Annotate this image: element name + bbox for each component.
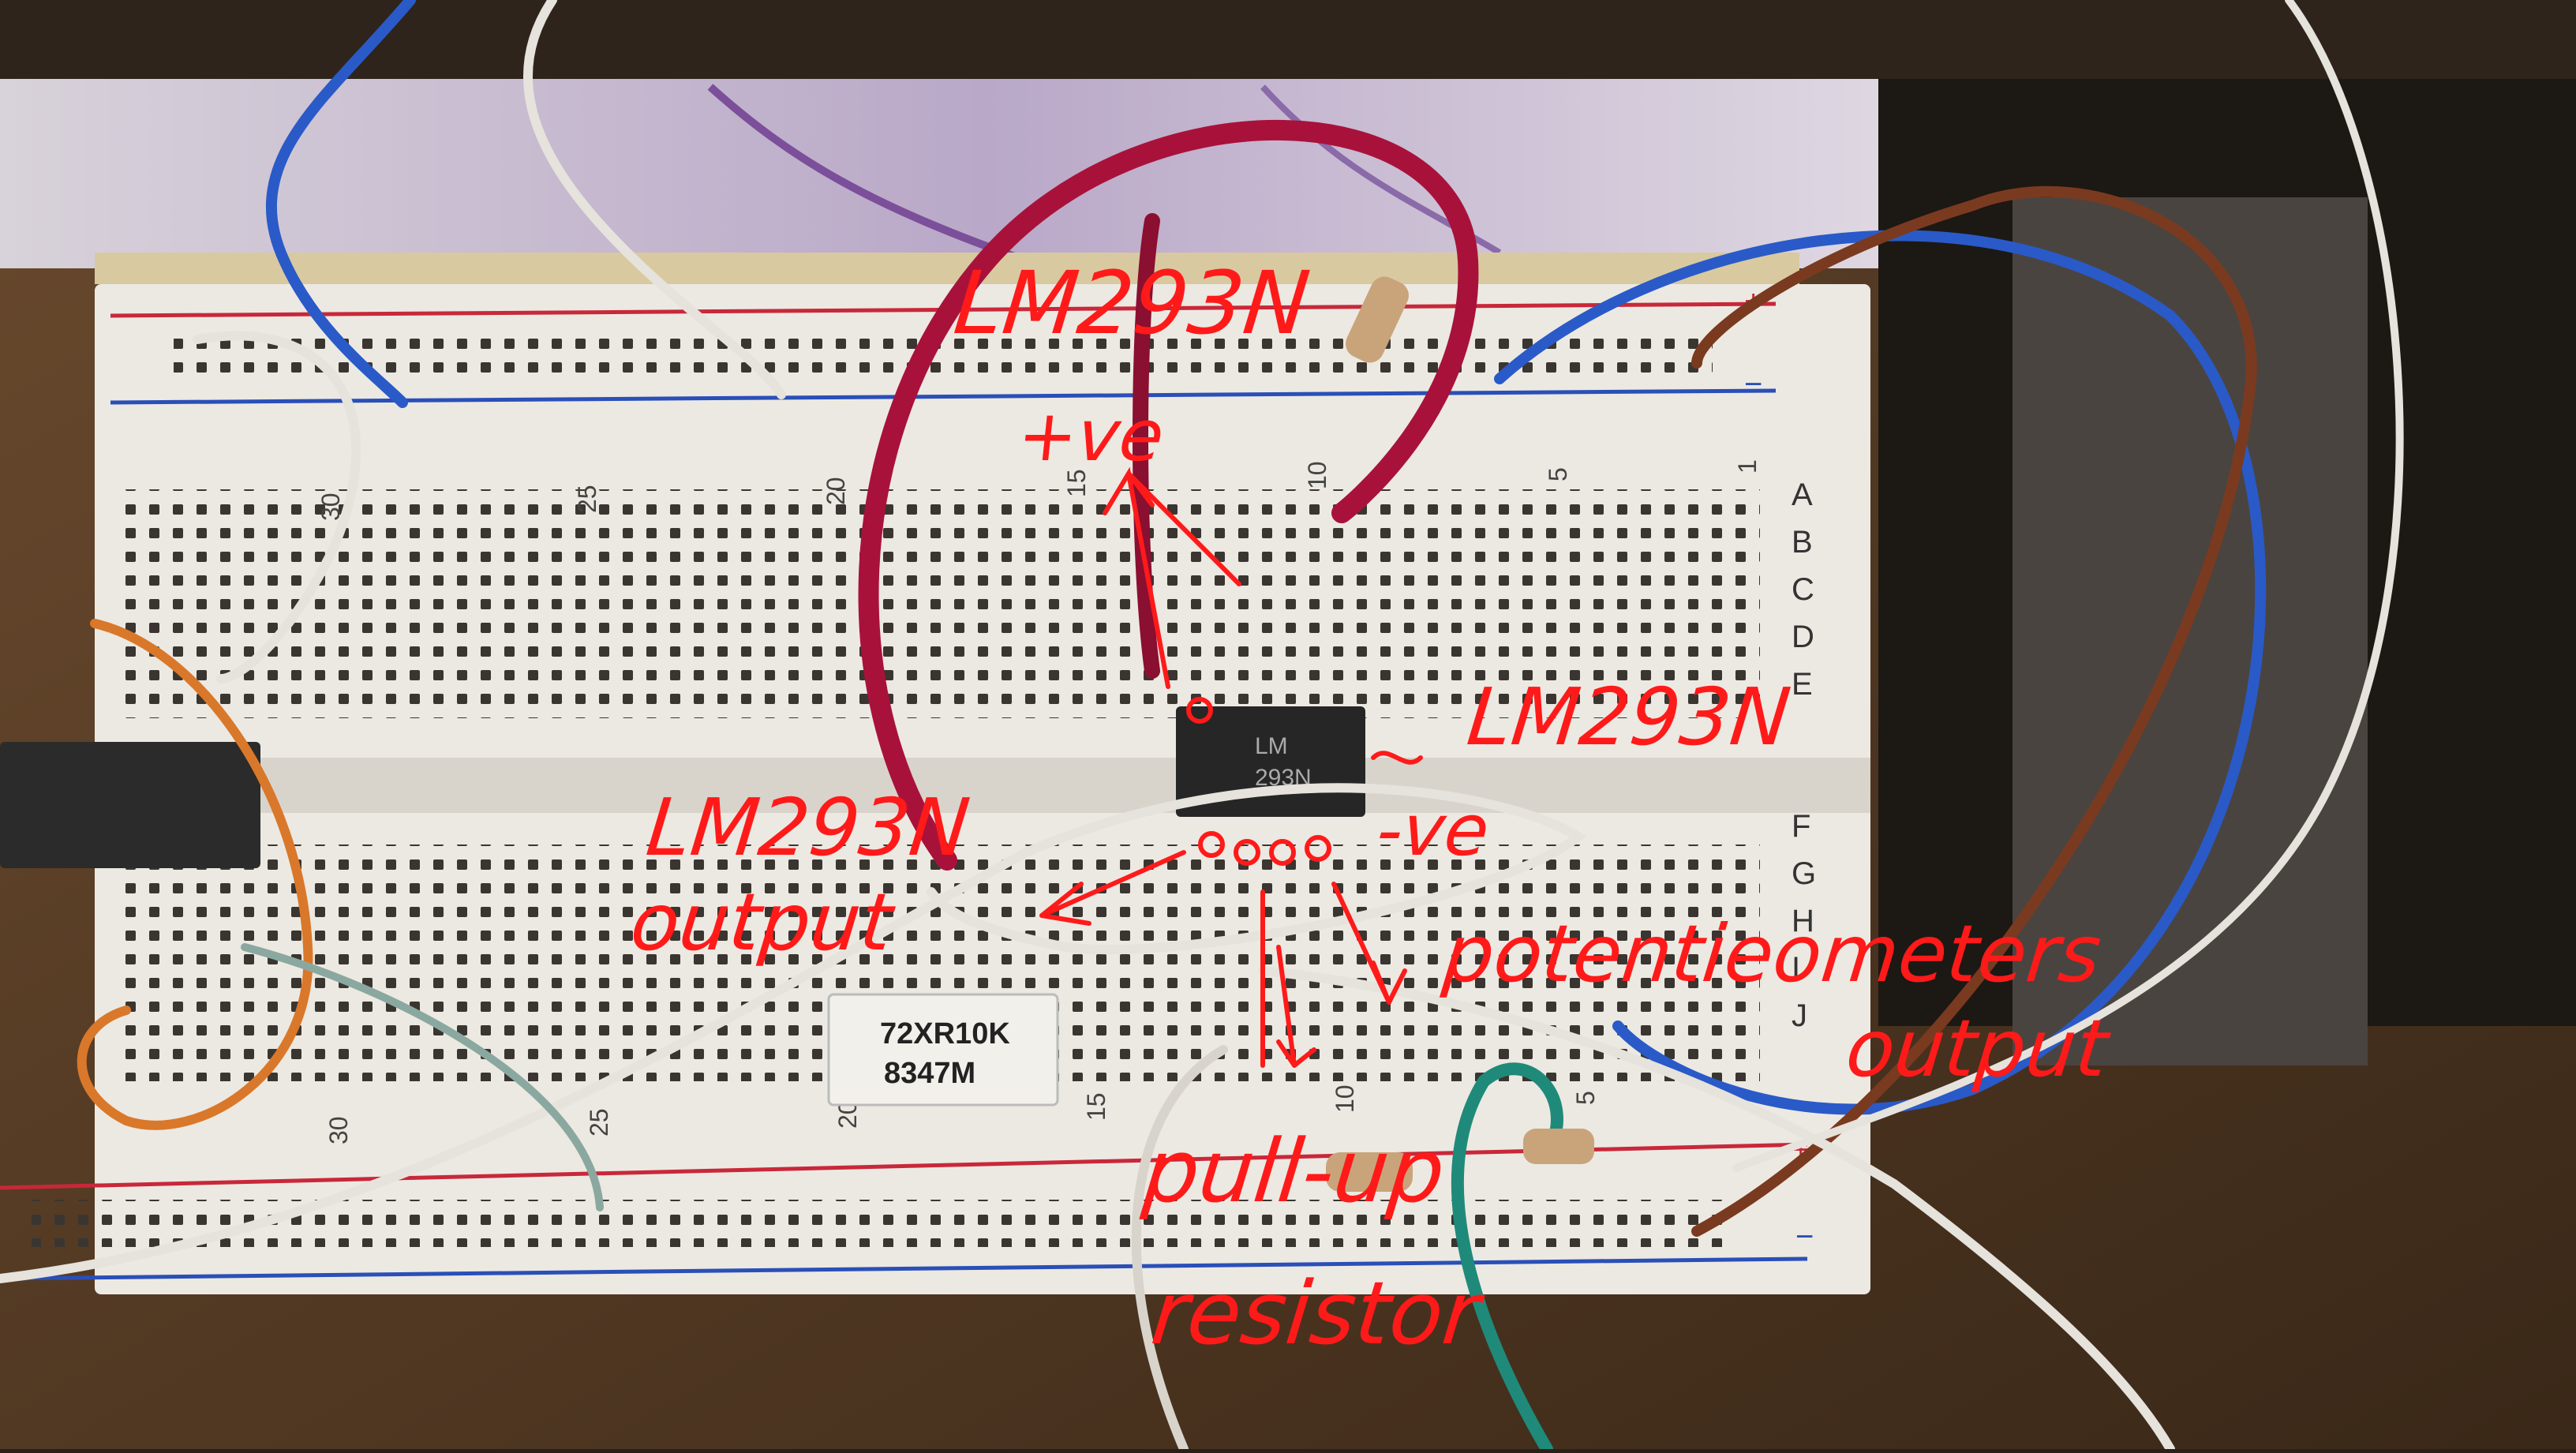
column-number: 25 [585, 1108, 613, 1137]
column-number: 10 [1303, 461, 1331, 489]
annotation-pullup-line2: resistor [1147, 1263, 1485, 1364]
white-wire-5 [1258, 966, 2175, 1453]
pullup-resistor [1326, 1152, 1413, 1192]
annotation-pullup-line1: pull-up [1139, 1121, 1450, 1222]
bottom-rail-red-line [0, 1142, 1808, 1190]
column-number: 5 [1571, 1091, 1600, 1105]
pot-arrow [1331, 882, 1407, 1005]
center-channel [95, 758, 1870, 813]
potentiometer-line1: 72XR10K [880, 1017, 1010, 1050]
annotation-output-line2: output [626, 876, 897, 968]
bottom-rail-holes [32, 1200, 1728, 1247]
column-number: 30 [324, 1116, 353, 1144]
row-letter: H [1792, 904, 1814, 938]
rail-minus-sign: − [1744, 367, 1762, 402]
white-wire-bottom [1131, 1045, 1228, 1453]
cloth-backdrop [0, 79, 1973, 268]
annotation-potentiometers-line2: output [1841, 1002, 2112, 1095]
row-letter: F [1792, 809, 1810, 844]
teal-wire [1451, 1062, 1563, 1453]
brown-wire [1691, 185, 2257, 1237]
rail-minus-signs: − − [1744, 367, 1814, 1254]
annotation-plus-ve: +ve [1013, 395, 1168, 477]
annotation-minus-ve: -ve [1372, 789, 1493, 872]
annotation-potentiometers-line1: potentieometers [1439, 908, 2106, 1000]
column-number: 1 [1733, 459, 1762, 474]
blue-wire-top [265, 0, 416, 408]
column-number: 30 [316, 492, 345, 521]
pin-mark [1186, 697, 1213, 724]
column-number: 10 [1331, 1084, 1359, 1113]
annotation-strokes [1039, 466, 1423, 1068]
row-letter: D [1792, 620, 1814, 654]
white-wire-2 [523, 0, 786, 399]
cloth-stripe [707, 84, 1028, 264]
row-letter: I [1792, 951, 1800, 986]
row-letter: G [1792, 856, 1816, 891]
pin-mark [1234, 839, 1260, 866]
plus-arrow-2 [1126, 471, 1241, 586]
potentiometer-line2: 8347M [884, 1057, 975, 1090]
row-letter: A [1792, 477, 1813, 512]
bottom-rail-blue-line [0, 1256, 1808, 1281]
annotation-chip-right: LM293N [1462, 671, 1795, 763]
grey-wire [241, 943, 604, 1211]
row-letter: E [1792, 667, 1813, 702]
row-letter: J [1792, 998, 1807, 1033]
row-letter: C [1792, 572, 1814, 607]
column-number: 20 [822, 477, 850, 505]
top-resistor [1346, 276, 1409, 363]
white-wire-3 [1732, 0, 2404, 1172]
annotation-output-line1: LM293N [642, 781, 974, 874]
annotation-chip-top: LM293N [949, 253, 1315, 354]
row-letter: B [1792, 525, 1813, 560]
output-arrow [1039, 850, 1186, 926]
pin-mark [1269, 839, 1296, 866]
red-wire [858, 119, 1479, 871]
bottom-resistor [1523, 1129, 1594, 1164]
column-number: 15 [1062, 469, 1091, 497]
orange-wire [77, 619, 313, 1130]
wires [0, 0, 2404, 1453]
column-number: 15 [1082, 1092, 1110, 1121]
blue-wire [1494, 230, 2267, 1115]
column-number: 5 [1544, 467, 1572, 481]
cork-strip [95, 253, 1799, 284]
pin-mark [1198, 831, 1225, 858]
white-wire [0, 783, 1587, 1283]
top-rail-blue-line [110, 388, 1777, 405]
rail-minus-sign: − [1795, 1219, 1814, 1254]
terminal-area-top [118, 489, 1760, 718]
pin-mark [1305, 835, 1331, 862]
pullup-arrow [1260, 889, 1316, 1068]
row-letters: A B C D E F G H I J [1792, 477, 1816, 1033]
red-wire-loop [1133, 213, 1160, 679]
potentiometer-body [827, 993, 1059, 1107]
left-ic-chip [0, 742, 260, 868]
column-number: 25 [573, 485, 601, 513]
tilde-mark [1371, 751, 1423, 765]
white-wire-4 [193, 331, 361, 683]
column-numbers: 30 25 20 15 10 5 1 30 25 20 15 10 5 [316, 459, 1762, 1144]
chip-marking: LM [1255, 733, 1288, 759]
